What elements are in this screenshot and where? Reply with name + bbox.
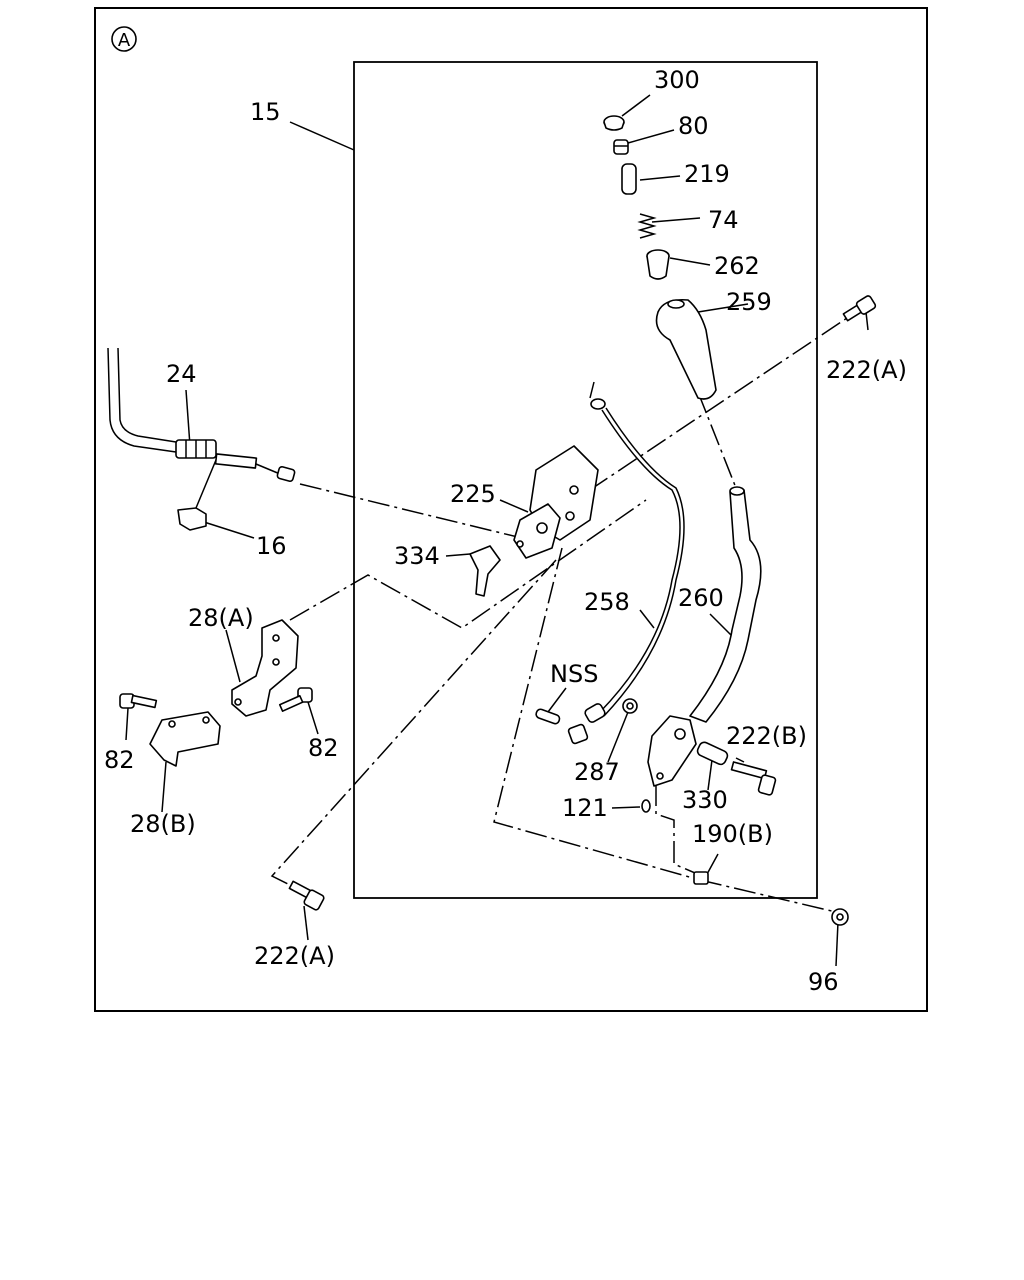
nut-part-80: [613, 139, 629, 155]
cable-part-258: [567, 381, 685, 745]
clip-part-121: [641, 799, 651, 813]
callout-260: 260: [678, 584, 724, 612]
section-mark: A: [111, 26, 137, 52]
bolt-part-82-left: [119, 693, 158, 709]
callout-24: 24: [166, 360, 197, 388]
bushing-part-262: [646, 249, 670, 280]
svg-text:A: A: [118, 30, 131, 51]
callout-121: 121: [562, 794, 608, 822]
callout-74: 74: [708, 206, 739, 234]
nut-part-190b: [693, 871, 709, 885]
callout-80: 80: [678, 112, 709, 140]
washer-part-287: [622, 698, 638, 714]
cable-part-24: [107, 347, 296, 482]
callout-259: 259: [726, 288, 772, 316]
knob-part-259: [655, 298, 717, 400]
assembly-dash-lines: [270, 315, 851, 913]
assembly-frame: [353, 61, 818, 899]
pin-part-219: [621, 163, 637, 195]
bolt-part-82-right: [278, 687, 313, 712]
callout-262: 262: [714, 252, 760, 280]
callout-82-left: 82: [104, 746, 135, 774]
callout-300: 300: [654, 66, 700, 94]
callout-nss: NSS: [550, 660, 598, 688]
bracket-part-28a: [231, 619, 299, 717]
pin-part-nss: [535, 708, 561, 725]
bolt-part-222a-top: [842, 295, 877, 322]
callout-222b: 222(B): [726, 722, 807, 750]
callout-258: 258: [584, 588, 630, 616]
callout-82-right: 82: [308, 734, 339, 762]
callout-190b: 190(B): [692, 820, 773, 848]
callout-222a-top: 222(A): [826, 356, 907, 384]
outer-frame: [94, 7, 928, 1012]
bracket-part-28b: [149, 711, 221, 767]
callout-222a-bottom: 222(A): [254, 942, 335, 970]
callout-287: 287: [574, 758, 620, 786]
callout-28b: 28(B): [130, 810, 196, 838]
callout-15: 15: [250, 98, 281, 126]
clip-part-16: [177, 507, 207, 531]
callout-219: 219: [684, 160, 730, 188]
shift-lever-part-260: [647, 486, 762, 787]
callout-330: 330: [682, 786, 728, 814]
spring-part-74: [637, 213, 657, 239]
callout-28a: 28(A): [188, 604, 254, 632]
bolt-part-222a-bottom: [288, 880, 325, 911]
cap-part-300: [603, 115, 625, 131]
bolt-part-222b: [730, 761, 777, 796]
leader-lines: [125, 94, 869, 967]
callout-labels: 300 80 219 74 262 259 15 222(A) 24 225 1…: [104, 66, 907, 996]
bracket-part-225: [513, 445, 599, 559]
callout-225: 225: [450, 480, 496, 508]
nut-part-96: [831, 908, 849, 926]
callout-334: 334: [394, 542, 440, 570]
plate-part-334: [469, 545, 501, 597]
callout-96: 96: [808, 968, 839, 996]
callout-16: 16: [256, 532, 287, 560]
collar-part-330: [696, 741, 729, 766]
